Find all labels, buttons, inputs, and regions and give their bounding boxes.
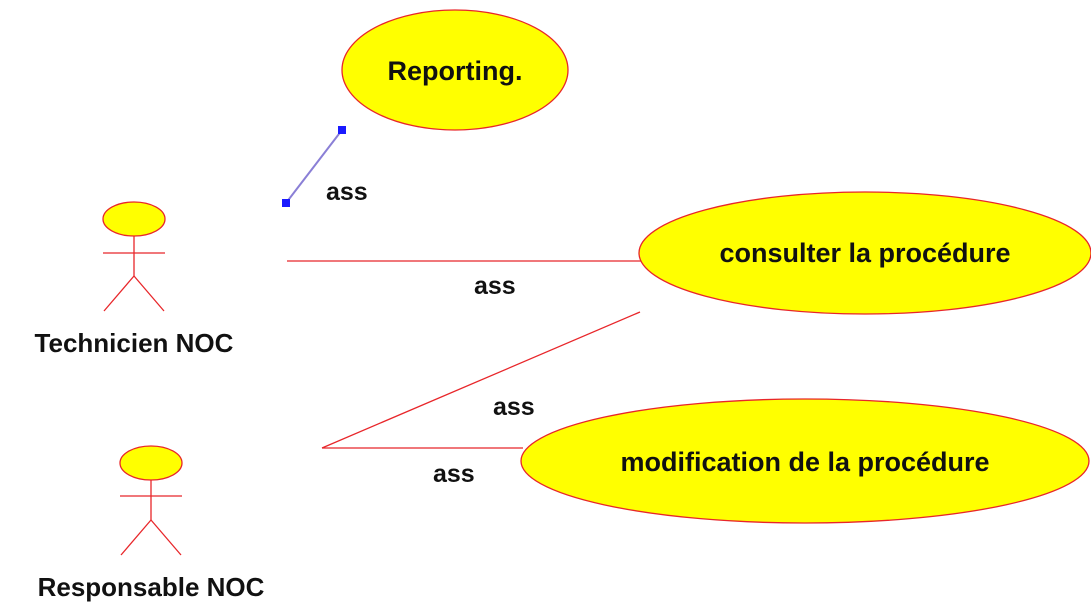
association-technicien-reporting[interactable]: ass xyxy=(282,126,368,207)
association-line[interactable] xyxy=(321,311,641,449)
usecase-ellipse[interactable] xyxy=(638,191,1091,315)
use-cases: Reporting. consulter la procédure modifi… xyxy=(341,9,1091,524)
association-label: ass xyxy=(493,393,535,421)
association-label: ass xyxy=(474,272,516,300)
selection-handle[interactable] xyxy=(282,199,290,207)
selection-handle[interactable] xyxy=(338,126,346,134)
usecase-ellipse[interactable] xyxy=(520,398,1090,524)
association-technicien-consulter[interactable]: ass xyxy=(287,260,641,300)
actor-responsable[interactable]: Responsable NOC xyxy=(38,445,265,602)
actor-label: Technicien NOC xyxy=(35,328,234,358)
association-responsable-consulter[interactable]: ass xyxy=(321,311,641,449)
associations: ass ass ass ass xyxy=(282,126,641,488)
association-responsable-modification[interactable]: ass xyxy=(322,447,523,488)
actors: Technicien NOC Responsable NOC xyxy=(35,201,265,602)
actor-label: Responsable NOC xyxy=(38,572,265,602)
stick-figure-icon[interactable] xyxy=(119,445,183,556)
usecase-consulter[interactable]: consulter la procédure xyxy=(638,191,1091,315)
usecase-ellipse[interactable] xyxy=(341,9,569,131)
association-label: ass xyxy=(326,178,368,206)
usecase-reporting[interactable]: Reporting. xyxy=(341,9,569,131)
usecase-modification[interactable]: modification de la procédure xyxy=(520,398,1090,524)
stick-figure-icon[interactable] xyxy=(102,201,166,312)
association-label: ass xyxy=(433,460,475,488)
usecase-label: consulter la procédure xyxy=(719,238,1010,268)
usecase-label: modification de la procédure xyxy=(620,447,989,477)
usecase-label: Reporting. xyxy=(388,56,523,86)
association-line[interactable] xyxy=(285,129,343,204)
actor-technicien[interactable]: Technicien NOC xyxy=(35,201,234,358)
